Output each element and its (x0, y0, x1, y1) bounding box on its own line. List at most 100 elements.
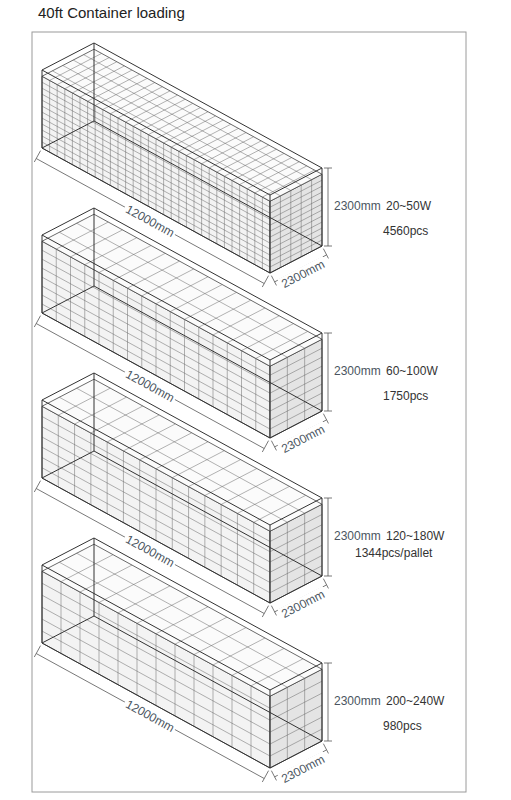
container-edge (270, 690, 271, 768)
carton-line (270, 204, 322, 231)
carton-line (90, 433, 91, 505)
carton-line (253, 522, 254, 594)
dimension-line (324, 246, 332, 247)
wattage-label: 120~180W (386, 529, 444, 543)
carton-line (171, 120, 223, 147)
dimension-line (324, 663, 332, 664)
dimension-line (323, 579, 328, 589)
container-edge (94, 208, 322, 333)
carton-line (270, 705, 322, 732)
dimension-line (34, 316, 40, 327)
cargo-face (42, 379, 322, 531)
container-edge (270, 663, 322, 690)
title: 40ft Container loading (38, 4, 185, 21)
carton-line (270, 375, 322, 402)
cargo-face (42, 49, 322, 201)
container-edge (270, 360, 271, 438)
container-edge (42, 43, 94, 70)
dimension-line (324, 168, 332, 169)
container-edge (42, 451, 94, 478)
carton-line (270, 717, 322, 744)
container-edge (42, 70, 43, 148)
carton-line (270, 693, 322, 720)
carton-line (270, 545, 322, 572)
dimension-line (323, 744, 328, 754)
carton-line (80, 70, 132, 97)
container-edge (94, 373, 95, 451)
container-edge (42, 400, 270, 525)
quantity-label: 4560pcs (383, 224, 428, 238)
dimension-line (323, 414, 328, 424)
carton-line (179, 124, 231, 151)
carton-line (72, 66, 124, 93)
carton-line (139, 460, 140, 532)
container-edge (42, 538, 94, 565)
carton-line (194, 133, 246, 160)
carton-line (95, 78, 147, 105)
wattage-label: 20~50W (386, 199, 431, 213)
container-edge (322, 168, 323, 246)
carton-line (237, 513, 238, 585)
container-edge (42, 565, 270, 690)
carton-line (172, 478, 173, 550)
wattage-label: 200~240W (386, 694, 444, 708)
dimension-line (328, 168, 329, 246)
container-edge (42, 400, 43, 478)
container-edge (94, 538, 95, 616)
container-edge (42, 70, 270, 195)
carton-line (126, 95, 178, 122)
carton-line (186, 128, 238, 155)
dimension-line (34, 481, 40, 492)
container-edge (94, 43, 95, 121)
container-edge (94, 373, 322, 498)
dimension-line (271, 606, 276, 616)
carton-line (141, 103, 193, 130)
carton-line (156, 112, 208, 139)
container-edge (270, 333, 322, 360)
dimension-line (324, 411, 332, 412)
container-edge (42, 565, 43, 643)
carton-line (270, 535, 322, 562)
carton-line (270, 566, 322, 593)
container (34, 538, 332, 782)
carton-line (188, 487, 189, 559)
dimension-line (271, 276, 276, 286)
container-edge (42, 616, 94, 643)
carton-line (221, 504, 222, 576)
carton-line (73, 60, 301, 185)
dimension-line (324, 498, 332, 499)
carton-line (270, 729, 322, 756)
carton-line (77, 553, 305, 678)
carton-line (65, 62, 117, 89)
container-edge (94, 208, 95, 286)
dimension-line (34, 646, 40, 657)
carton-line (232, 153, 284, 180)
height-dimension: 2300mm (332, 199, 383, 213)
carton-line (262, 170, 314, 197)
dimension-line (324, 576, 332, 577)
carton-line (156, 469, 157, 541)
dimension-line (34, 151, 40, 162)
dimension-line (328, 663, 329, 741)
carton-line (270, 555, 322, 582)
dimension-line (328, 333, 329, 411)
container-edge (322, 333, 323, 411)
carton-line (148, 108, 200, 135)
carton-line (287, 522, 288, 594)
carton-line (63, 65, 291, 190)
dimension-line (262, 606, 268, 617)
carton-line (270, 525, 322, 552)
container-edge (42, 121, 94, 148)
carton-line (270, 216, 322, 243)
carton-line (84, 55, 312, 180)
dimension-line (271, 771, 276, 781)
container-edge (42, 208, 94, 235)
carton-line (240, 158, 292, 185)
carton-line (204, 496, 205, 568)
carton-line (164, 116, 216, 143)
carton-line (103, 83, 155, 110)
carton-line (52, 71, 280, 196)
container-edge (322, 663, 323, 741)
carton-line (270, 234, 322, 261)
